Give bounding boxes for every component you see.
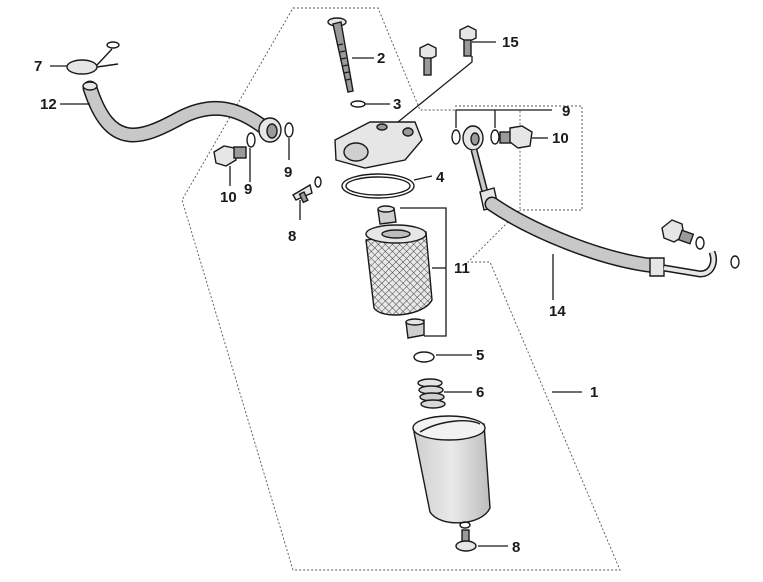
callout-15: 15	[502, 34, 519, 51]
washer-9-right-a	[451, 129, 461, 145]
callout-10-right: 10	[552, 130, 569, 147]
part-7-cap	[66, 41, 120, 75]
part-10-banjo-bolt-left	[213, 145, 247, 167]
filter-canister	[412, 415, 491, 524]
callout-9-left-a: 9	[244, 181, 252, 198]
part-11-filter-element	[365, 205, 433, 339]
part-8-screw-lower	[455, 521, 477, 552]
callout-6: 6	[476, 384, 484, 401]
washer-9-left-a	[284, 122, 294, 138]
callout-9-right: 9	[562, 103, 570, 120]
part-14-hose	[462, 125, 717, 278]
part-3-o-ring	[350, 100, 366, 108]
callout-8-upper: 8	[288, 228, 296, 245]
callout-labels: 1 2 3 4 5 6 7 8 8 9 9 9 10 10 11 12 14 1…	[34, 34, 598, 556]
callout-7: 7	[34, 58, 42, 75]
part-5-ring	[413, 351, 435, 363]
part-4-seal-ring	[341, 173, 415, 199]
part-10-banjo-bolt-right	[499, 125, 533, 149]
filter-head	[334, 121, 423, 169]
part-6-spring	[417, 378, 446, 409]
callout-2: 2	[377, 50, 385, 67]
assembly-boundary-hose	[455, 105, 583, 211]
callout-1: 1	[590, 384, 598, 401]
part-2-long-bolt	[327, 17, 354, 93]
callout-3: 3	[393, 96, 401, 113]
callout-4: 4	[436, 169, 445, 186]
callout-12: 12	[40, 96, 57, 113]
washer-9-right-b	[490, 129, 500, 145]
callout-5: 5	[476, 347, 484, 364]
callout-8-lower: 8	[512, 539, 520, 556]
part-12-hose	[82, 80, 282, 143]
part-8-screw-upper	[292, 176, 322, 204]
short-bolt	[419, 43, 437, 76]
part-15-bolt	[459, 25, 477, 57]
assembly-boundary-main	[181, 7, 621, 571]
callout-10-left: 10	[220, 189, 237, 206]
washer-9-left-b	[246, 132, 256, 148]
callout-11: 11	[454, 260, 470, 277]
hose-end-bolt-right	[661, 219, 740, 269]
callout-14: 14	[549, 303, 566, 320]
leader-lines	[50, 41, 582, 547]
callout-9-left-b: 9	[284, 164, 292, 181]
